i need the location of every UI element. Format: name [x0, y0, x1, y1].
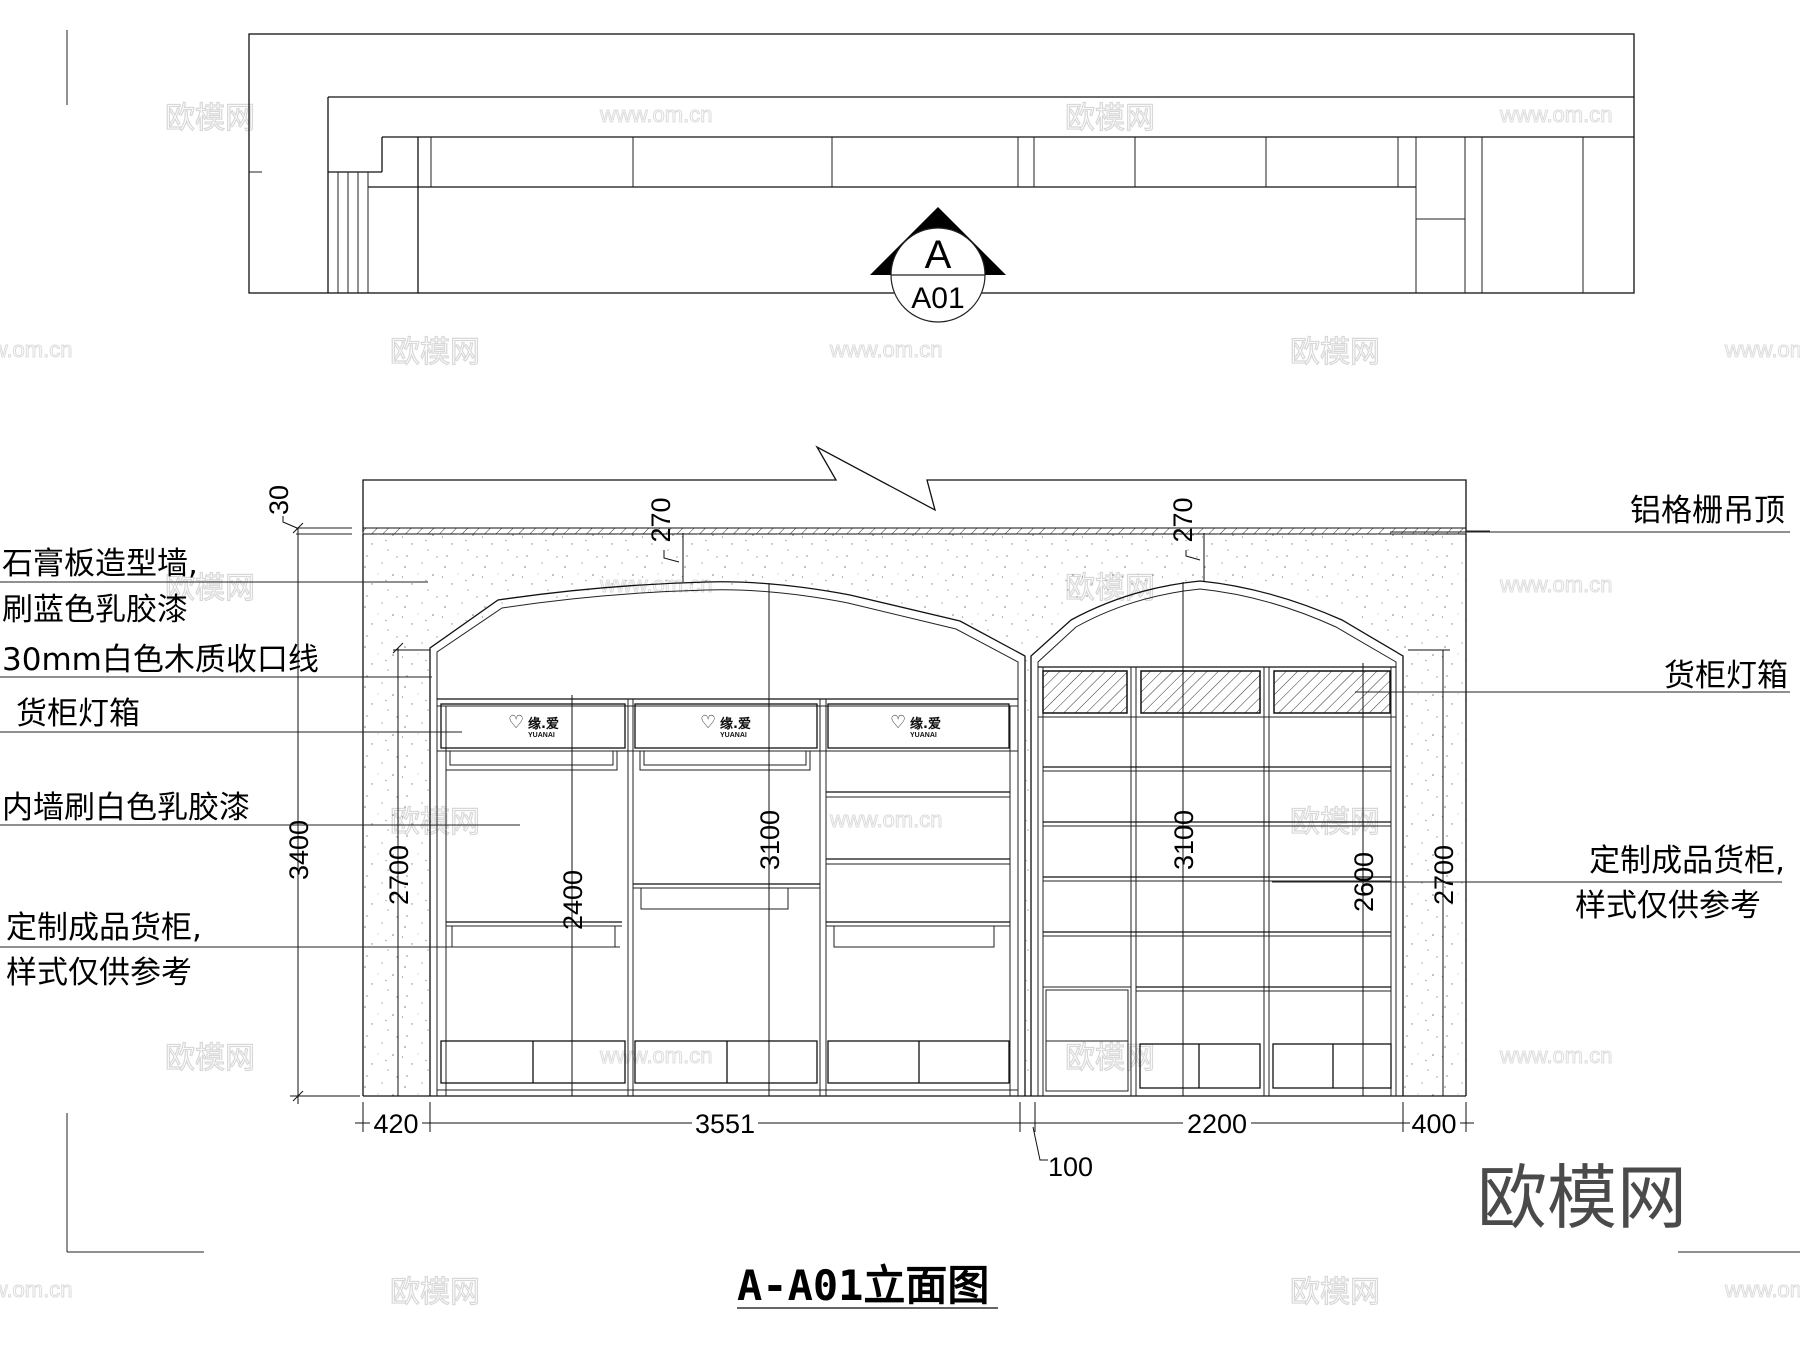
left-annotations: 石膏板造型墙, 刷蓝色乳胶漆 30mm白色木质收口线 货柜灯箱 内墙刷白色乳胶漆…	[0, 546, 620, 991]
svg-text:www.om.cn: www.om.cn	[599, 1043, 712, 1068]
svg-text:样式仅供参考: 样式仅供参考	[1575, 888, 1761, 924]
svg-text:♡: ♡	[700, 712, 716, 733]
svg-text:www.om.cn: www.om.cn	[829, 337, 942, 362]
elevation-view	[296, 445, 1490, 1097]
svg-text:www.om.cn: www.om.cn	[1499, 102, 1612, 127]
svg-text:货柜灯箱: 货柜灯箱	[16, 696, 140, 732]
frame-corners	[66, 30, 1800, 1253]
svg-text:2700: 2700	[1429, 845, 1459, 905]
svg-text:270: 270	[1168, 497, 1198, 542]
svg-text:定制成品货柜,: 定制成品货柜,	[6, 910, 202, 946]
drawing-title: A-A01立面图	[737, 1261, 998, 1310]
svg-text:欧模网: 欧模网	[1290, 1275, 1380, 1310]
svg-text:A01: A01	[911, 282, 964, 315]
svg-text:30mm白色木质收口线: 30mm白色木质收口线	[2, 642, 319, 678]
svg-text:样式仅供参考: 样式仅供参考	[6, 955, 192, 991]
svg-text:www.om.cn: www.om.cn	[0, 1277, 72, 1302]
svg-text:欧模网: 欧模网	[165, 571, 255, 606]
svg-text:欧模网: 欧模网	[1065, 101, 1155, 136]
svg-text:缘.爱: 缘.爱	[910, 716, 941, 732]
svg-text:www.om.cn: www.om.cn	[599, 102, 712, 127]
svg-text:缘.爱: 缘.爱	[720, 716, 751, 732]
svg-text:欧模网: 欧模网	[1065, 1041, 1155, 1076]
svg-text:www.om.cn: www.om.cn	[1499, 1043, 1612, 1068]
svg-text:2400: 2400	[558, 870, 588, 930]
svg-text:2700: 2700	[384, 845, 414, 905]
cabinet-logo: ♡ 缘.爱 YUANAI	[508, 712, 559, 739]
svg-text:www.om.cn: www.om.cn	[1724, 1277, 1800, 1302]
svg-text:400: 400	[1411, 1109, 1456, 1139]
cabinet-logo: ♡ 缘.爱 YUANAI	[890, 712, 941, 739]
svg-text:3551: 3551	[695, 1109, 755, 1139]
svg-text:270: 270	[646, 497, 676, 542]
cabinet-logo: ♡ 缘.爱 YUANAI	[700, 712, 751, 739]
svg-text:YUANAI: YUANAI	[910, 732, 937, 739]
dimension-lines	[282, 516, 1474, 1161]
svg-text:欧模网: 欧模网	[390, 1275, 480, 1310]
svg-text:www.om.cn: www.om.cn	[829, 807, 942, 832]
svg-text:100: 100	[1048, 1152, 1093, 1182]
svg-text:石膏板造型墙,: 石膏板造型墙,	[2, 546, 198, 582]
svg-text:♡: ♡	[508, 712, 524, 733]
svg-text:欧模网: 欧模网	[165, 1041, 255, 1076]
right-cabinet-group	[1038, 666, 1396, 1096]
brand-watermark: 欧模网	[1477, 1157, 1687, 1239]
svg-text:www.om.cn: www.om.cn	[1724, 337, 1800, 362]
svg-text:YUANAI: YUANAI	[528, 732, 555, 739]
svg-text:内墙刷白色乳胶漆: 内墙刷白色乳胶漆	[2, 790, 250, 826]
svg-text:欧模网: 欧模网	[1290, 335, 1380, 370]
svg-text:铝格栅吊顶: 铝格栅吊顶	[1630, 493, 1785, 529]
svg-text:定制成品货柜,: 定制成品货柜,	[1589, 843, 1785, 879]
svg-text:欧模网: 欧模网	[390, 335, 480, 370]
svg-text:A: A	[925, 233, 952, 277]
svg-text:欧模网: 欧模网	[165, 101, 255, 136]
svg-text:3400: 3400	[284, 820, 314, 880]
svg-text:3100: 3100	[1169, 810, 1199, 870]
svg-text:A-A01立面图: A-A01立面图	[737, 1261, 989, 1310]
svg-text:♡: ♡	[890, 712, 906, 733]
section-marker: A A01	[870, 207, 1006, 323]
svg-text:www.om.cn: www.om.cn	[1499, 572, 1612, 597]
right-shelves	[1043, 766, 1391, 992]
svg-text:YUANAI: YUANAI	[720, 732, 747, 739]
right-annotations: 铝格栅吊顶 货柜灯箱 定制成品货柜, 样式仅供参考	[1272, 493, 1790, 924]
svg-text:2200: 2200	[1187, 1109, 1247, 1139]
svg-text:420: 420	[373, 1109, 418, 1139]
svg-text:www.om.cn: www.om.cn	[0, 337, 72, 362]
svg-text:3100: 3100	[755, 810, 785, 870]
svg-text:刷蓝色乳胶漆: 刷蓝色乳胶漆	[2, 592, 188, 628]
left-cabinet-group: ♡ 缘.爱 YUANAI ♡ 缘.爱 YUANAI ♡ 缘.爱 YUANAI	[437, 698, 1018, 1096]
svg-text:30: 30	[264, 485, 294, 515]
svg-text:货柜灯箱: 货柜灯箱	[1664, 658, 1788, 694]
svg-text:缘.爱: 缘.爱	[528, 716, 559, 732]
watermark-layer: 欧模网 www.om.cn 欧模网 www.om.cn www.om.cn 欧模…	[0, 100, 1800, 1310]
